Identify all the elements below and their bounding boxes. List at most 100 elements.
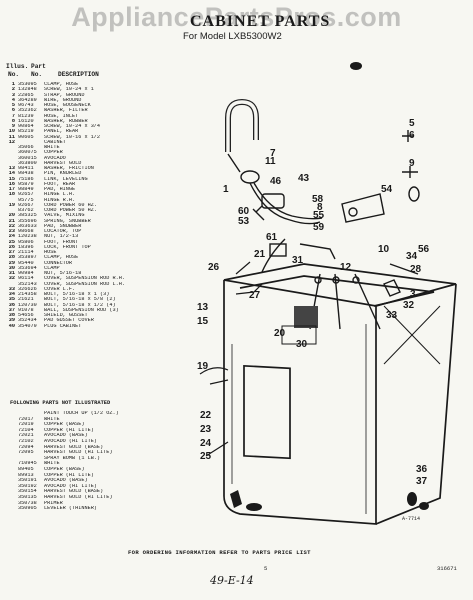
part-description: HOSE, INLET: [44, 113, 79, 119]
part-number: 72017: [18, 416, 34, 422]
part-number: 92667: [18, 202, 34, 208]
part-description: PAINT TOUCH UP (1/2 OZ.): [44, 411, 119, 416]
part-description: COVER, SUSPENSION ROD L.H.: [44, 281, 125, 287]
part-number: 364289: [18, 97, 37, 103]
callout-number: 36: [416, 464, 428, 475]
ill-number: 21: [8, 218, 15, 224]
watermark-text: AppliancePartsPros.com: [71, 2, 402, 32]
ill-number: 33: [8, 286, 15, 292]
parts-row: 352143 COVER, SUSPENSION ROD L.H.: [4, 282, 179, 287]
not-illustrated-row: 350135 HARVEST GOLD (HI LITE): [4, 495, 179, 501]
callout-number: 6: [409, 130, 415, 141]
part-description: BOLT, 5/16-18 x 1 (3): [44, 292, 110, 297]
ill-number: 36: [8, 302, 15, 308]
ill-number: 15: [8, 176, 15, 182]
part-description: PAD, SNUBBER: [44, 223, 82, 229]
callout-number: 19: [197, 361, 209, 372]
ill-number: 13: [8, 166, 15, 171]
callout-number: 34: [406, 251, 418, 262]
part-description: SCREW, 10-16 x 1/2: [44, 134, 101, 140]
callout-number: 8: [317, 202, 323, 213]
part-description: LEVELER (THINNER): [44, 506, 97, 512]
part-number: 350135: [18, 494, 37, 500]
part-description: SCREW, 10-24 x 1: [44, 87, 94, 93]
part-description: HARVEST GOLD (HI LITE): [44, 494, 113, 500]
header-illus-no: No.: [8, 71, 20, 78]
part-description: WASHER, RUBBER: [44, 118, 88, 124]
handwritten-note: 49-E-14: [210, 574, 254, 587]
callout-number: 28: [410, 264, 422, 275]
ill-number: 37: [8, 307, 15, 313]
part-description: AVOCADO (HI LITE): [44, 438, 97, 444]
ill-number: 9: [11, 124, 15, 129]
part-number: 352143: [18, 281, 37, 287]
header-part-no: No.: [31, 71, 43, 78]
part-description: SCREW, 10-24 x 3/4: [44, 124, 101, 129]
part-number: 72019: [18, 422, 34, 428]
part-number: 21114: [18, 250, 34, 255]
part-description: HOSE, GOOSENECK: [44, 103, 91, 108]
part-description: COPPER: [44, 150, 63, 156]
part-number: 96114: [18, 276, 34, 282]
part-number: 98411: [18, 166, 34, 171]
part-number: 363800: [18, 160, 37, 166]
ill-number: 29: [8, 260, 15, 266]
part-number: 363633: [18, 223, 37, 229]
part-number: 18396: [18, 244, 34, 250]
part-number: 95440: [18, 260, 34, 266]
ill-number: 22: [8, 223, 15, 229]
part-number: 81239: [18, 113, 34, 119]
part-description: VALVE, MIXING: [44, 213, 85, 219]
part-number: 72095: [18, 450, 34, 456]
part-description: CORD POWER 60 HZ.: [44, 202, 97, 208]
callout-number: 20: [274, 328, 286, 339]
part-description: COVER, SUSPENSION ROD R.H.: [44, 276, 125, 282]
part-number: 326626: [18, 286, 37, 292]
part-description: HARVEST GOLD (BASE): [44, 444, 104, 450]
callout-number: 15: [197, 316, 209, 327]
part-description: NUT, 5/16-18: [44, 271, 82, 276]
ill-number: 5: [11, 103, 15, 108]
ill-number: 19: [8, 202, 15, 208]
callout-number: 7: [270, 148, 276, 159]
callout-number: 31: [292, 255, 304, 266]
part-description: PRIMER: [44, 500, 63, 506]
part-description: CLAMP, HOSE: [44, 82, 79, 87]
part-number: 98438: [18, 171, 34, 177]
part-description: WHITE: [44, 145, 60, 150]
part-description: PIN, KNURLED: [44, 171, 82, 177]
callout-number: 46: [270, 176, 282, 187]
part-description: NUT, 1/2-13: [44, 234, 79, 240]
callout-number: 24: [200, 438, 212, 449]
ill-number: 12: [8, 139, 15, 145]
part-number: 85219: [18, 129, 34, 135]
part-number: 72021: [18, 433, 34, 439]
part-number: 96743: [18, 103, 34, 108]
part-description: WASHER, FRICTION: [44, 166, 94, 171]
part-number: 350154: [18, 489, 37, 495]
ill-number: 10: [8, 129, 15, 135]
callout-number: 11: [265, 156, 276, 167]
part-description: COPPER (BASE): [44, 422, 85, 428]
part-description: SPRAY BOMB (1 LB.): [44, 455, 101, 461]
ill-number: 7: [11, 113, 15, 119]
callout-number: 3: [410, 289, 416, 300]
